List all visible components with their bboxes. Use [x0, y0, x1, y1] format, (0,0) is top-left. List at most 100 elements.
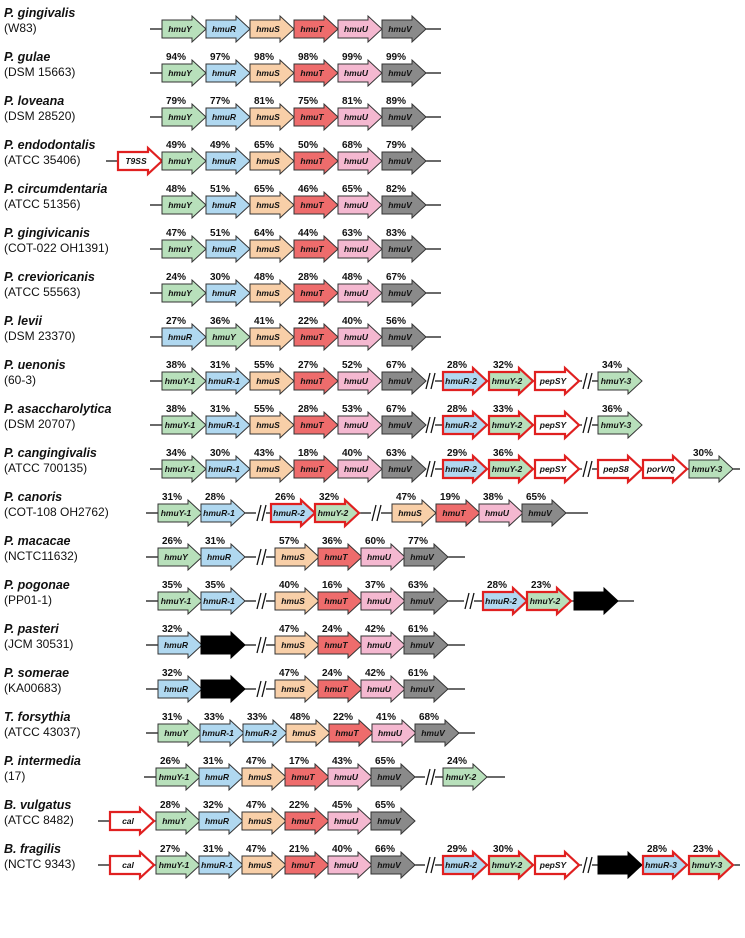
- gene-shape: [205, 102, 251, 132]
- gene-shape: [381, 278, 427, 308]
- identity-percent: 24%: [322, 668, 342, 679]
- gene-shape: [337, 58, 383, 88]
- identity-percent: 30%: [210, 448, 230, 459]
- gene-shape: [157, 542, 203, 572]
- species-name: P. uenonis: [4, 358, 66, 372]
- identity-percent: 32%: [319, 492, 339, 503]
- identity-percent: 61%: [408, 668, 428, 679]
- cluster-row-p-crevioricanis: P. crevioricanis(ATCC 55563)hmuY24%hmuR3…: [4, 270, 441, 308]
- gene-label: hmuT: [291, 816, 315, 826]
- identity-percent: 67%: [386, 360, 406, 371]
- identity-percent: 40%: [342, 448, 362, 459]
- identity-percent: 48%: [254, 272, 274, 283]
- gene-arrow-hmur-2: hmuR-228%: [481, 580, 529, 617]
- gene-arrow-hmuy-2: hmuY-230%: [487, 844, 535, 881]
- gene-arrow-hmuy-2: hmuY-224%: [442, 756, 488, 792]
- gene-shape: [161, 190, 207, 220]
- gene-shape: [249, 102, 295, 132]
- identity-percent: 21%: [289, 844, 309, 855]
- gene-label: hmuR: [212, 24, 237, 34]
- gene-label: hmuU: [344, 376, 369, 386]
- gene-shape: [161, 366, 207, 396]
- identity-percent: 77%: [408, 536, 428, 547]
- gene-shape: [241, 762, 287, 792]
- gene-label: hmuT: [291, 772, 315, 782]
- break-mark: [425, 416, 436, 434]
- gene-label: hmuU: [344, 464, 369, 474]
- gene-label: hmuY: [168, 244, 193, 254]
- gene-label: hmuS: [256, 244, 280, 254]
- gene-label: hmuR-2: [445, 376, 477, 386]
- gene-shape: [441, 849, 489, 881]
- identity-percent: 46%: [298, 184, 318, 195]
- gene-shape: [293, 322, 339, 352]
- identity-percent: 28%: [447, 404, 467, 415]
- identity-percent: 64%: [254, 228, 274, 239]
- identity-percent: 77%: [210, 96, 230, 107]
- identity-percent: 28%: [298, 404, 318, 415]
- identity-percent: 28%: [647, 844, 667, 855]
- identity-percent: 41%: [254, 316, 274, 327]
- identity-percent: 60%: [365, 536, 385, 547]
- gene-shape: [293, 190, 339, 220]
- gene-shape: [285, 718, 331, 748]
- gene-label: hmuT: [300, 464, 324, 474]
- gene-label: hmuR: [212, 288, 237, 298]
- gene-label: hmuY: [168, 288, 193, 298]
- gene-label: hmuR-2: [445, 464, 477, 474]
- gene-arrow-pepsy: pepSY: [533, 409, 581, 441]
- gene-arrow-hmuy-1: hmuY-138%: [161, 404, 207, 440]
- gene-label: hmuY-1: [165, 376, 196, 386]
- identity-percent: 27%: [166, 316, 186, 327]
- gene-shape: [327, 762, 373, 792]
- gene-label: hmuY: [168, 112, 193, 122]
- gene-label: hmuY-2: [446, 772, 477, 782]
- strain-label: (ATCC 43037): [4, 725, 80, 739]
- break-mark: [582, 460, 593, 478]
- identity-percent: 65%: [526, 492, 546, 503]
- gene-shape: [293, 146, 339, 176]
- break-mark: [425, 460, 436, 478]
- gene-label: hmuV: [388, 24, 413, 34]
- gene-arrow-hmuy-1: hmuY-127%: [155, 844, 201, 880]
- gene-shape: [161, 278, 207, 308]
- gene-shape: [371, 718, 417, 748]
- gene-shape: [533, 453, 581, 485]
- gene-label: hmuU: [344, 68, 369, 78]
- gene-arrow-pepsy: pepSY: [533, 453, 581, 485]
- cluster-row-p-gulae: P. gulae(DSM 15663)hmuY94%hmuR97%hmuS98%…: [4, 50, 441, 88]
- gene-arrow-porv-q: porV/Q: [641, 453, 689, 485]
- identity-percent: 19%: [440, 492, 460, 503]
- identity-percent: 63%: [386, 448, 406, 459]
- gene-shape: [108, 849, 156, 881]
- gene-shape: [328, 718, 374, 748]
- gene-arrow-hmus: hmuS: [249, 14, 295, 44]
- species-name: P. macacae: [4, 534, 71, 548]
- gene-shape: [381, 366, 427, 396]
- gene-shape: [241, 806, 287, 836]
- gene-shape: [241, 850, 287, 880]
- gene-shape: [441, 453, 489, 485]
- gene-shape: [688, 454, 734, 484]
- gene-label: pepSY: [539, 420, 568, 430]
- gene-label: hmuU: [334, 772, 359, 782]
